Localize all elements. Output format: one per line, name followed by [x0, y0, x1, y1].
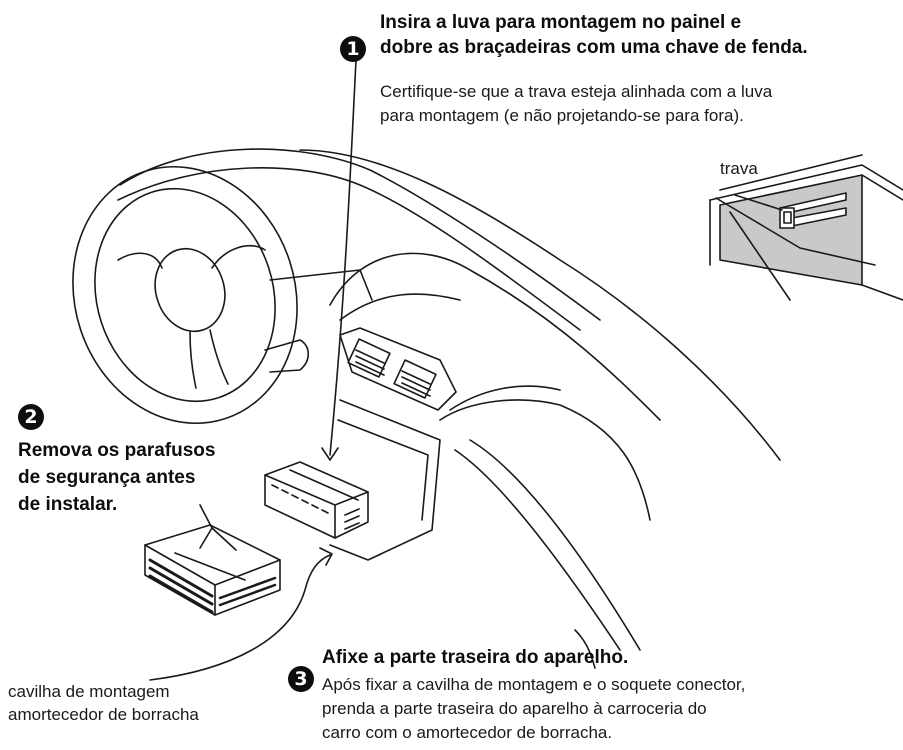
parts-label: cavilha de montagem amortecedor de borra… [8, 680, 278, 726]
steering-wheel [72, 165, 310, 425]
bolt-leader-line [149, 554, 331, 681]
car-radio-unit [144, 524, 281, 616]
step-3-heading: Afixe a parte traseira do aparelho. [322, 647, 629, 668]
step-2-number: 2 [18, 404, 44, 430]
step-1-heading: Insira a luva para montagem no painel e … [380, 10, 900, 60]
step-3-body-line-1: Após fixar a cavilha de montagem e o soq… [322, 675, 746, 694]
step-1-body: Certifique-se que a trava esteja alinhad… [380, 80, 900, 128]
mounting-bolt-label: cavilha de montagem [8, 682, 170, 701]
step-2-line-3: de instalar. [18, 494, 118, 515]
step-1-body-line-1: Certifique-se que a trava esteja alinhad… [380, 82, 773, 101]
rubber-bush-label: amortecedor de borracha [8, 705, 199, 724]
step-1-number: 1 [340, 36, 366, 62]
trava-label: trava [720, 159, 758, 178]
step-3-body-line-3: carro com o amortecedor de borracha. [322, 723, 613, 742]
step-3-body: Após fixar a cavilha de montagem e o soq… [322, 673, 892, 745]
step-3-body-line-2: prenda a parte traseira do aparelho à ca… [322, 699, 707, 718]
dashboard-outline [117, 148, 781, 521]
step1-leader-line [329, 59, 357, 456]
step-2-text: Remova os parafusos de segurança antes d… [18, 437, 258, 518]
trava-detail-inset [709, 154, 903, 301]
step-2-line-1: Remova os parafusos [18, 440, 216, 461]
step-1-heading-line-2: dobre as braçadeiras com uma chave de fe… [380, 37, 808, 58]
step-3-number: 3 [288, 666, 314, 692]
step-1-heading-line-1: Insira a luva para montagem no painel e [380, 12, 742, 33]
screw-pointer-lines [199, 504, 237, 551]
step-1-body-line-2: para montagem (e não projetando-se para … [380, 106, 744, 125]
step1-leader-arrow [321, 447, 339, 461]
mounting-sleeve [264, 461, 369, 539]
step-2-line-2: de segurança antes [18, 467, 196, 488]
bolt-leader-arrow [319, 547, 333, 566]
center-console [329, 327, 641, 651]
step3-leader-line [574, 629, 596, 669]
